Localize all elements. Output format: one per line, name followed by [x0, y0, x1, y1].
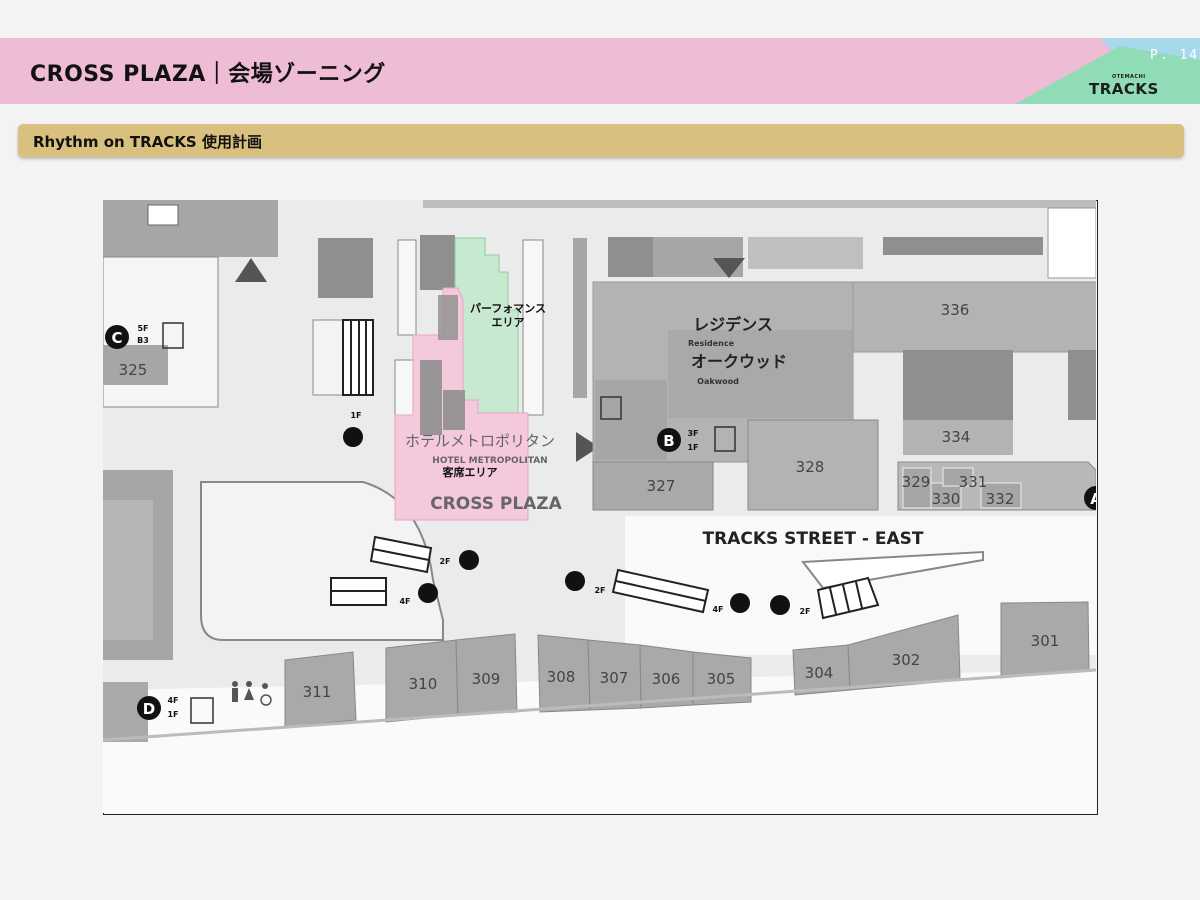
section-title: Rhythm on TRACKS 使用計画	[33, 133, 262, 151]
unit-311: 311	[303, 683, 332, 701]
floor-label-5f-c: 5F	[137, 324, 148, 333]
stairs-east-4f	[611, 568, 710, 614]
performance-area-label-1: パーフォマンス	[470, 302, 546, 315]
svg-text:B: B	[663, 432, 674, 450]
unit-302: 302	[892, 651, 921, 669]
unit-330: 330	[932, 490, 961, 508]
floor-label-3f-b: 3F	[687, 429, 698, 438]
oakwood-jp-label: オークウッド	[691, 352, 787, 371]
header-band	[0, 38, 1200, 104]
floor-label-2f-east: 2F	[594, 586, 605, 595]
unit-310: 310	[409, 675, 438, 693]
stairs-east-2f	[816, 576, 880, 620]
section-bar	[18, 124, 1184, 157]
floor-label-2f-east2: 2F	[799, 607, 810, 616]
unit-331: 331	[959, 473, 988, 491]
hotel-jp-label: ホテルメトロポリタン	[405, 432, 555, 450]
floor-label-4f-d: 4F	[167, 696, 178, 705]
residence-jp-label: レジデンス	[693, 315, 773, 334]
entrance-marker-d: D	[137, 696, 161, 720]
entrance-marker-b: B	[657, 428, 681, 452]
unit-325: 325	[119, 361, 148, 379]
unit-329: 329	[902, 473, 931, 491]
plaza-name-label: CROSS PLAZA	[430, 494, 562, 514]
oakwood-en-label: Oakwood	[697, 377, 739, 386]
unit-332: 332	[986, 490, 1015, 508]
logo-subtitle: OTEMACHI	[1112, 74, 1146, 80]
street-name-label: TRACKS STREET - EAST	[703, 529, 924, 549]
svg-text:D: D	[143, 700, 155, 718]
floor-label-1f-north: 1F	[350, 411, 361, 420]
unit-309: 309	[472, 670, 501, 688]
entrance-marker-a: A	[1084, 486, 1096, 510]
svg-text:C: C	[111, 329, 122, 347]
residence-en-label: Residence	[688, 339, 735, 348]
unit-305: 305	[707, 670, 736, 688]
page-number: P. 14	[1150, 48, 1200, 63]
floor-label-1f-d: 1F	[167, 710, 178, 719]
unit-308: 308	[547, 668, 576, 686]
unit-336: 336	[941, 301, 970, 319]
building-nw	[103, 200, 278, 257]
unit-306: 306	[652, 670, 681, 688]
performance-area-label-2: エリア	[492, 316, 525, 329]
entrance-marker-c: C	[105, 325, 129, 349]
stairs-plaza-4f	[330, 577, 387, 606]
stairs-north	[342, 319, 374, 396]
floor-label-4f-east: 4F	[712, 605, 723, 614]
audience-area-label: 客席エリア	[442, 465, 498, 479]
elevator-icons	[162, 322, 736, 724]
unit-304: 304	[805, 664, 834, 682]
page-title: CROSS PLAZA｜会場ゾーニング	[30, 62, 386, 87]
floor-label-1f-b: 1F	[687, 443, 698, 452]
unit-307: 307	[600, 669, 629, 687]
venue-map: C B A D パーフォマンス エリア ホテルメトロポリタン HOTEL MET…	[103, 200, 1096, 813]
hotel-en-label: HOTEL METROPOLITAN	[432, 456, 547, 466]
unit-327: 327	[647, 477, 676, 495]
floor-label-b3-c: B3	[137, 336, 149, 345]
svg-text:A: A	[1090, 490, 1096, 508]
escalator-icons	[343, 427, 790, 615]
restroom-icon	[232, 681, 272, 706]
unit-328: 328	[796, 458, 825, 476]
floor-label-2f-plaza: 2F	[439, 557, 450, 566]
tracks-logo: TRACKS	[1089, 80, 1159, 98]
floor-label-4f-plaza: 4F	[399, 597, 410, 606]
unit-301: 301	[1031, 632, 1060, 650]
unit-334: 334	[942, 428, 971, 446]
stairs-plaza-2f	[369, 535, 433, 574]
unit-336-block	[852, 281, 1096, 353]
header-decoration	[1015, 38, 1200, 104]
